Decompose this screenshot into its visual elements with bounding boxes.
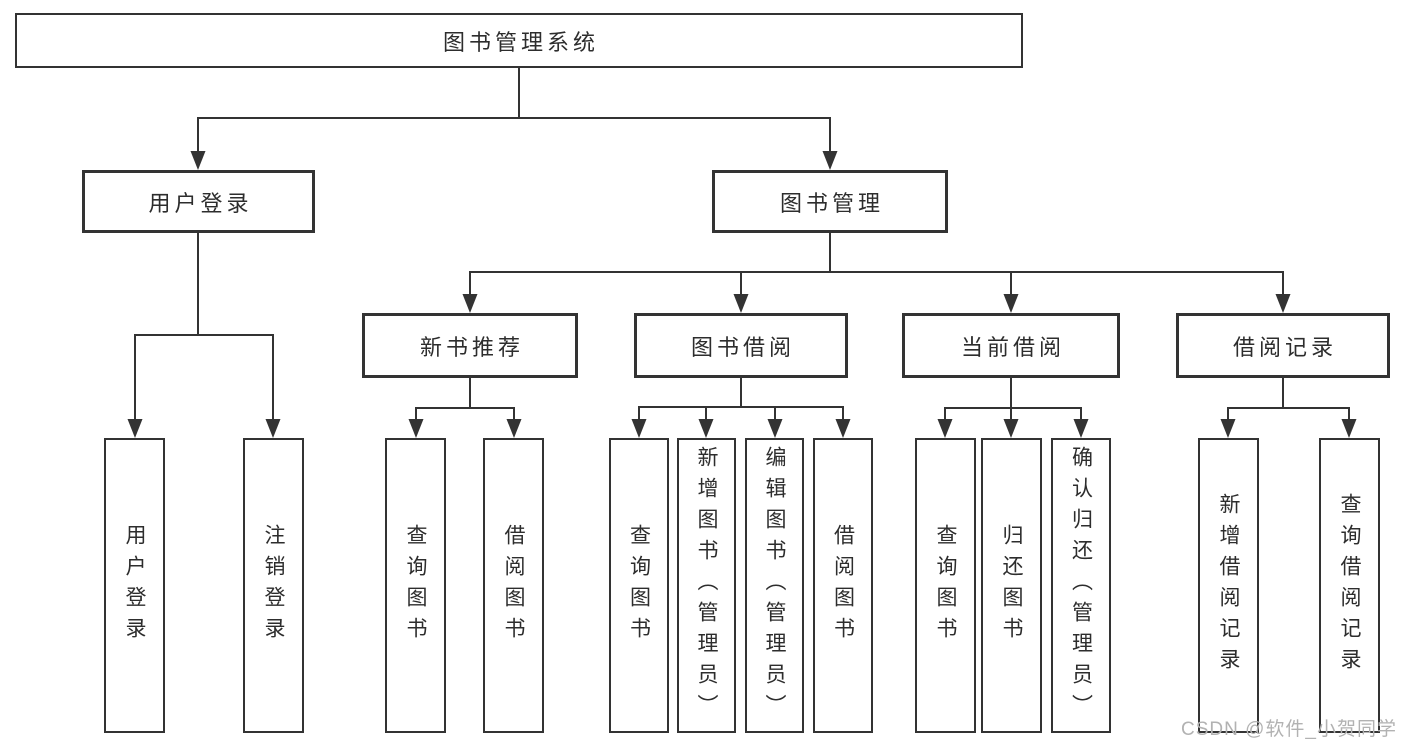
leaf-logout: 注销登录 bbox=[243, 438, 304, 733]
leaf-label: 新增图书（管理员） bbox=[695, 446, 718, 725]
node-borrow-record: 借阅记录 bbox=[1176, 313, 1390, 378]
leaf-confirm-return-admin: 确认归还（管理员） bbox=[1051, 438, 1111, 733]
leaf-label: 新增借阅记录 bbox=[1217, 492, 1240, 679]
node-label: 图书管理系统 bbox=[442, 29, 599, 55]
leaf-query-borrow-record: 查询借阅记录 bbox=[1319, 438, 1380, 733]
leaf-return-book: 归还图书 bbox=[981, 438, 1042, 733]
connector-user-login-subtree bbox=[134, 233, 274, 421]
leaf-borrow-book-recommend: 借阅图书 bbox=[483, 438, 544, 733]
leaf-label: 查询图书 bbox=[627, 523, 651, 648]
arrowheads bbox=[127, 151, 1357, 438]
connector-current-borrow-subtree bbox=[944, 378, 1082, 421]
connector-book-management-to-level2 bbox=[469, 233, 1284, 296]
leaf-label: 查询图书 bbox=[934, 523, 957, 648]
leaf-label: 用户登录 bbox=[123, 523, 146, 648]
node-user-login: 用户登录 bbox=[82, 170, 315, 233]
node-label: 图书借阅 bbox=[690, 334, 795, 360]
leaf-label: 查询图书 bbox=[404, 523, 427, 648]
connector-borrow-record-subtree bbox=[1227, 378, 1350, 421]
leaf-query-book-recommend: 查询图书 bbox=[385, 438, 446, 733]
node-book-borrow: 图书借阅 bbox=[634, 313, 848, 378]
leaf-label: 编辑图书（管理员） bbox=[763, 446, 786, 725]
node-label: 当前借阅 bbox=[960, 334, 1065, 360]
leaf-add-borrow-record: 新增借阅记录 bbox=[1198, 438, 1259, 733]
leaf-add-book-admin: 新增图书（管理员） bbox=[677, 438, 736, 733]
connector-book-borrow-subtree bbox=[638, 378, 844, 421]
leaf-borrow-book: 借阅图书 bbox=[813, 438, 873, 733]
node-new-book-recommend: 新书推荐 bbox=[362, 313, 578, 378]
leaf-label: 确认归还（管理员） bbox=[1069, 446, 1093, 725]
node-label: 用户登录 bbox=[148, 190, 253, 216]
node-library-management-system: 图书管理系统 bbox=[15, 13, 1023, 68]
leaf-label: 查询借阅记录 bbox=[1338, 492, 1361, 679]
watermark: CSDN @软件_小贺同学 bbox=[1181, 719, 1397, 740]
node-current-borrow: 当前借阅 bbox=[902, 313, 1120, 378]
node-label: 图书管理 bbox=[779, 190, 884, 216]
connector-new-book-subtree bbox=[415, 378, 515, 421]
leaf-label: 借阅图书 bbox=[502, 523, 525, 648]
leaf-query-book-borrow: 查询图书 bbox=[609, 438, 669, 733]
leaf-edit-book-admin: 编辑图书（管理员） bbox=[745, 438, 804, 733]
node-label: 借阅记录 bbox=[1232, 334, 1337, 360]
leaf-label: 借阅图书 bbox=[831, 523, 855, 648]
node-book-management: 图书管理 bbox=[712, 170, 948, 233]
connector-root-to-level1 bbox=[197, 68, 831, 152]
node-label: 新书推荐 bbox=[419, 334, 524, 360]
leaf-label: 归还图书 bbox=[1000, 523, 1023, 648]
leaf-query-book-current: 查询图书 bbox=[915, 438, 976, 733]
leaf-label: 注销登录 bbox=[262, 523, 285, 648]
leaf-user-login: 用户登录 bbox=[104, 438, 165, 733]
